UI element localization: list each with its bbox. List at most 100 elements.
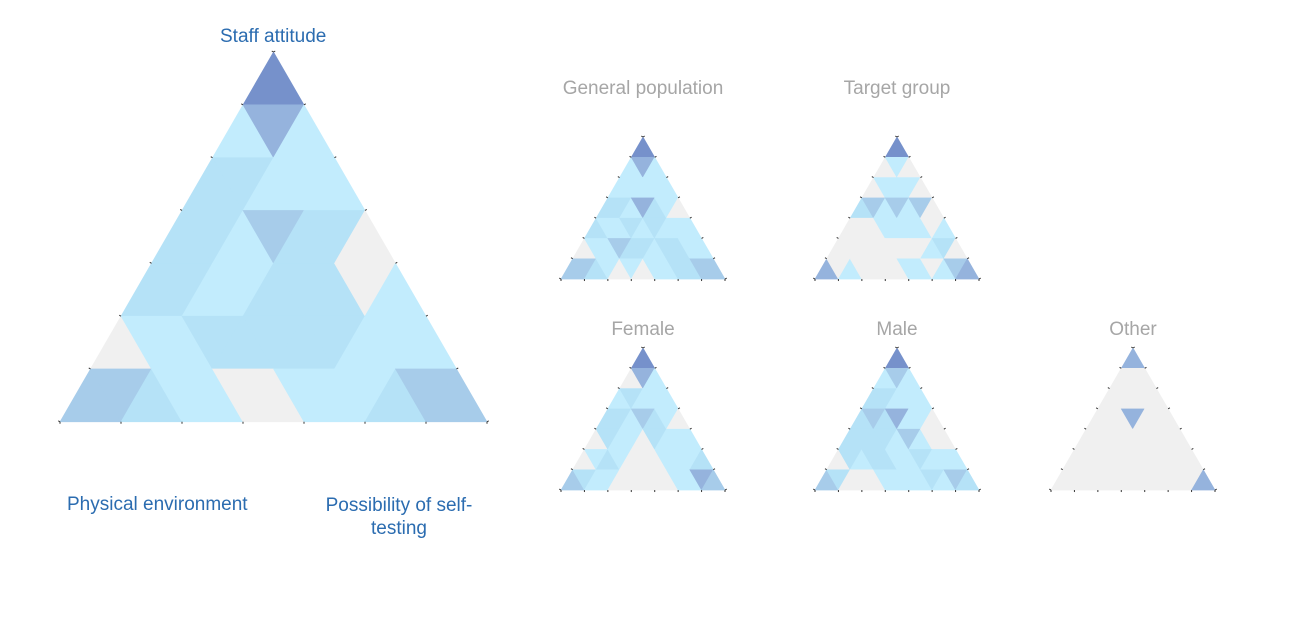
panel-male-cell-r6-k12 xyxy=(955,469,980,491)
panel-female-tick xyxy=(559,488,562,491)
panel-female-tick xyxy=(666,387,669,390)
panel-title-target-group: Target group xyxy=(843,78,951,99)
panel-other-tick xyxy=(1132,346,1135,349)
main-tick xyxy=(456,367,459,370)
panel-target-group-tick xyxy=(978,277,981,280)
panel-other-ticks xyxy=(1049,346,1217,493)
main-ternary xyxy=(58,50,489,424)
panel-target-group-tick xyxy=(813,277,816,280)
panel-other-tick xyxy=(1203,468,1206,471)
panel-target-group-tick xyxy=(955,237,958,239)
panel-male-tick xyxy=(895,346,898,349)
panel-target-group-tick xyxy=(859,196,863,199)
panel-female-tick xyxy=(689,427,692,430)
panel-male-tick xyxy=(848,427,851,430)
main-tick xyxy=(241,103,244,106)
panel-general-population-tick xyxy=(677,196,681,199)
panel-target-group-cell-r6-k12 xyxy=(955,258,980,280)
panel-female-cell-r6-k12 xyxy=(701,469,726,491)
panel-target-group-tick xyxy=(836,237,839,239)
main-tick xyxy=(271,50,274,53)
panel-general-population-cell-r6-k12 xyxy=(701,258,726,280)
panel-general-population-tick xyxy=(582,237,585,239)
panel-other-cell-r6-k12 xyxy=(1191,469,1216,491)
main-tick xyxy=(364,209,367,211)
panel-other-tick xyxy=(1144,366,1147,369)
panel-general-population-tick xyxy=(689,216,692,219)
panel-target-group-tick xyxy=(883,155,886,158)
panel-target-group-tick xyxy=(848,216,851,219)
panel-male-cell-r0-k0 xyxy=(884,347,910,369)
panel-general-population-tick xyxy=(642,135,645,138)
main-cell-r6-k12 xyxy=(425,368,488,423)
main-tick xyxy=(180,209,183,211)
panel-other-tick xyxy=(1095,407,1099,410)
panel-female-tick xyxy=(582,448,585,450)
panel-male-ticks xyxy=(813,346,981,493)
panel-title-female: Female xyxy=(611,319,675,340)
axis-label-left: Physical environment xyxy=(67,494,248,515)
panel-female xyxy=(559,346,727,493)
panel-male-tick xyxy=(955,448,958,450)
panel-general-population-ticks xyxy=(559,135,727,282)
panel-target-group xyxy=(813,135,981,282)
panel-general-population-tick xyxy=(617,176,620,179)
panel-target-group-tick xyxy=(824,257,827,260)
panel-female-tick xyxy=(713,468,716,471)
main-tick xyxy=(486,420,489,423)
panel-other-tick xyxy=(1119,366,1122,369)
panel-title-other: Other xyxy=(1109,319,1157,340)
panel-general-population-tick xyxy=(713,257,716,260)
axis-label-right: Possibility of self-testing xyxy=(325,495,473,539)
main-tick xyxy=(334,156,337,159)
panel-female-ticks xyxy=(559,346,727,493)
axis-label-top: Staff attitude xyxy=(220,26,327,47)
panel-other-tick xyxy=(1167,407,1171,410)
panel-general-population-tick xyxy=(701,237,704,239)
panel-female-tick xyxy=(629,366,632,369)
panel-other-tick xyxy=(1060,468,1063,471)
panel-female-tick xyxy=(724,488,727,491)
panel-male-tick xyxy=(871,387,874,390)
panel-female-tick xyxy=(701,448,704,450)
panel-male-tick xyxy=(896,346,899,349)
main-tick xyxy=(303,103,306,106)
panel-target-group-tick xyxy=(920,176,923,179)
panel-general-population-tick xyxy=(666,176,669,179)
panel-female-tick xyxy=(641,346,644,349)
panel-male-tick xyxy=(978,488,981,491)
panel-other-tick xyxy=(1214,488,1217,491)
panel-general-population-tick xyxy=(654,155,657,158)
panel-general-population-tick xyxy=(629,155,632,158)
panel-other-tick xyxy=(1179,427,1182,430)
main-tick xyxy=(210,156,213,159)
panel-general-population-tick xyxy=(641,135,644,138)
panel-general-population-tick xyxy=(559,277,562,280)
panel-target-group-tick xyxy=(931,196,935,199)
main-tick xyxy=(88,367,91,370)
panel-general-population-tick xyxy=(570,257,573,260)
panel-male xyxy=(813,346,981,493)
panel-title-male: Male xyxy=(876,319,918,340)
panel-general-population-tick xyxy=(605,196,609,199)
panel-male-tick xyxy=(967,468,970,471)
panel-female-tick xyxy=(570,468,573,471)
main-tick xyxy=(395,261,398,264)
panel-target-group-tick xyxy=(967,257,970,260)
main-tick xyxy=(273,50,276,53)
panel-male-tick xyxy=(859,407,863,410)
panel-male-tick xyxy=(836,448,839,450)
main-tick xyxy=(149,261,152,264)
panel-target-group-tick xyxy=(895,135,898,138)
panel-target-group-ticks xyxy=(813,135,981,282)
panel-female-tick xyxy=(654,366,657,369)
panel-other-tick xyxy=(1156,387,1159,390)
panel-male-tick xyxy=(883,366,886,369)
panel-general-population-tick xyxy=(594,216,597,219)
panel-other-tick xyxy=(1072,448,1075,450)
panel-other-tick xyxy=(1191,448,1194,450)
panel-female-tick xyxy=(594,427,597,430)
panel-target-group-tick xyxy=(943,216,946,219)
panel-male-tick xyxy=(908,366,911,369)
